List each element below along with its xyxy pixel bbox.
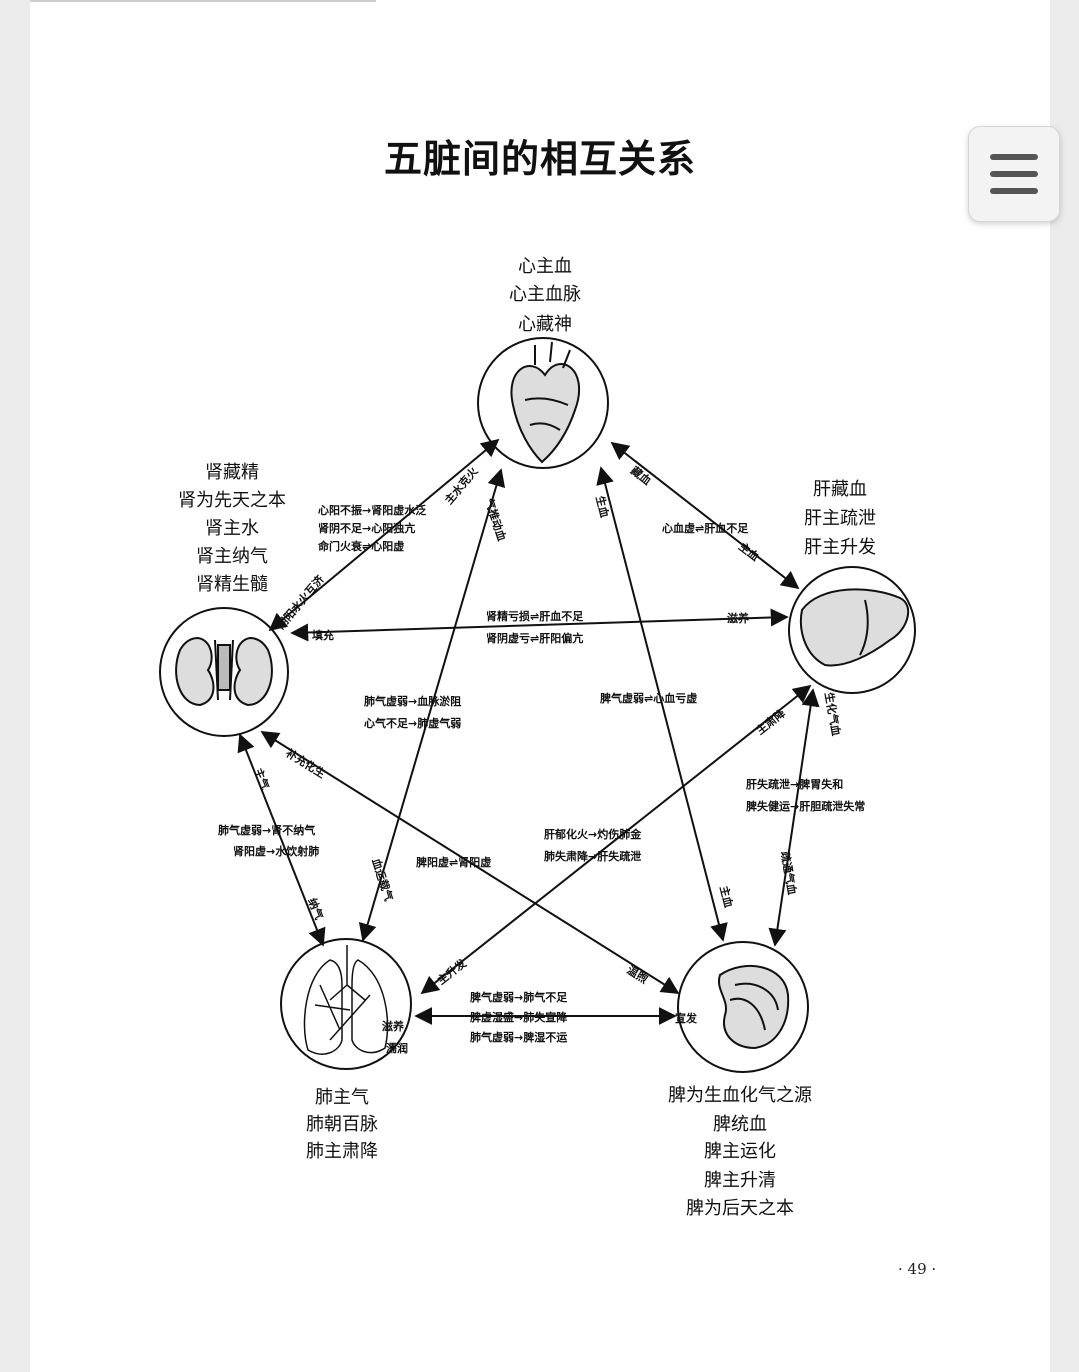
rel-heart-liver-top: 藏血 (628, 463, 654, 488)
rel-kidney-spleen: 脾阳虚⇌肾阳虚 (416, 855, 491, 869)
rel-liver-spleen-top: 生化气血 (822, 691, 843, 737)
hamburger-icon-bar-2 (990, 171, 1038, 177)
rel-heart-lung-2: 心气不足→肺虚气弱 (364, 716, 461, 730)
heart-description: 心主血 心主血脉 心藏神 (509, 256, 581, 335)
rel-kidney-spleen-bottom: 温煦 (624, 963, 650, 987)
rel-heart-kidney-2: 肾阴不足→心阳独亢 (318, 521, 415, 535)
rel-heart-kidney-1: 心阳不振→肾阳虚水泛 (318, 503, 426, 517)
spleen-description: 脾为生血化气之源 脾统血 脾主运化 脾主升清 脾为后天之本 (668, 1085, 812, 1219)
heart-line-3: 心藏神 (518, 314, 572, 335)
document-page: 五脏间的相互关系 (30, 0, 1050, 1372)
rel-liver-lung-2: 肺失肃降→肝失疏泄 (544, 849, 641, 863)
edge-liver-spleen (768, 688, 820, 947)
rel-heart-spleen-top: 生血 (593, 494, 612, 519)
liver-description: 肝藏血 肝主疏泄 肝主升发 (804, 479, 876, 558)
kidney-line-5: 肾精生髓 (196, 574, 268, 595)
rel-liver-lung-top: 主肃降 (753, 705, 788, 737)
spleen-line-2: 脾统血 (713, 1114, 767, 1135)
rel-kidney-lung-2: 肾阳虚→水饮射肺 (233, 844, 319, 858)
spleen-line-1: 脾为生血化气之源 (668, 1085, 812, 1106)
kidney-description: 肾藏精 肾为先天之本 肾主水 肾主纳气 肾精生髓 (178, 462, 286, 595)
rel-lung-spleen-3: 肺气虚弱→脾湿不运 (470, 1030, 567, 1044)
edge-heart-liver (610, 441, 800, 590)
rel-heart-lung-1: 肺气虚弱→血脉淤阻 (364, 694, 461, 708)
top-rule (30, 0, 376, 2)
spleen-line-3: 脾主运化 (704, 1141, 776, 1162)
rel-heart-liver: 心血虚⇌肝血不足 (662, 521, 749, 535)
lung-description: 肺主气 肺朝百脉 肺主肃降 (306, 1087, 378, 1162)
heart-icon (510, 341, 581, 464)
hamburger-icon-bar-3 (990, 188, 1038, 194)
heart-organ (477, 337, 609, 469)
rel-kidney-liver-2: 肾阴虚亏⇌肝阳偏亢 (486, 631, 583, 645)
rel-liver-spleen-1: 肝失疏泄→脾胃失和 (746, 777, 843, 791)
liver-organ (788, 566, 916, 694)
rel-kidney-spleen-top: 补充化生 (283, 745, 329, 781)
spleen-organ (677, 941, 809, 1073)
liver-line-1: 肝藏血 (813, 479, 867, 500)
kidney-line-2: 肾为先天之本 (178, 490, 286, 511)
lung-line-3: 肺主肃降 (306, 1141, 378, 1162)
rel-lung-spleen-1: 脾气虚弱→肺气不足 (470, 990, 568, 1004)
page-title: 五脏间的相互关系 (383, 137, 696, 181)
kidney-line-3: 肾主水 (205, 518, 259, 539)
heart-line-2: 心主血脉 (509, 284, 581, 305)
lung-line-1: 肺主气 (315, 1087, 369, 1108)
spleen-line-4: 脾主升清 (704, 1170, 776, 1191)
edge-liver-lung (420, 684, 812, 995)
diagram-edges (237, 438, 820, 1025)
liver-line-3: 肝主升发 (804, 537, 876, 558)
page-number: · 49 · (898, 1260, 937, 1278)
rel-kidney-lung-bottom: 纳气 (305, 896, 326, 922)
lung-icon (303, 945, 389, 1055)
kidney-line-1: 肾藏精 (205, 462, 259, 483)
rel-liver-spleen-2: 脾失健运→肝胆疏泄失常 (746, 799, 865, 813)
rel-lung-spleen-left2: 濡润 (386, 1041, 408, 1055)
five-organs-diagram: 心主血 心主血脉 心藏神 肝藏血 肝主疏泄 肝主升发 肾藏精 肾为先天之本 肾主… (159, 256, 916, 1219)
rel-heart-kidney-bottom: 阴阳水火互济 (274, 572, 328, 632)
spleen-icon (717, 964, 790, 1050)
rel-kidney-lung-1: 肺气虚弱→肾不纳气 (218, 823, 315, 837)
rel-lung-spleen-right: 宣发 (675, 1011, 698, 1025)
rel-heart-kidney-3: 命门火衰⇌心阳虚 (317, 539, 404, 553)
spleen-line-5: 脾为后天之本 (686, 1198, 794, 1219)
kidney-organ (159, 607, 289, 737)
rel-kidney-liver-right: 滋养 (727, 611, 750, 625)
rel-heart-lung-bottom: 血运载气 (369, 857, 396, 903)
kidney-icon (175, 636, 273, 707)
rel-lung-spleen-left: 滋养 (382, 1019, 405, 1033)
rel-lung-spleen-2: 脾虚湿盛→肺失宣降 (470, 1010, 568, 1024)
lung-line-2: 肺朝百脉 (306, 1114, 378, 1135)
heart-line-1: 心主血 (518, 256, 572, 277)
kidney-line-4: 肾主纳气 (196, 546, 268, 567)
liver-line-2: 肝主疏泄 (804, 508, 876, 529)
rel-liver-spleen-bottom: 疏通气血 (778, 850, 799, 896)
rel-liver-lung-1: 肝郁化火→灼伤肺金 (544, 827, 642, 841)
rel-heart-spleen: 脾气虚弱⇌心血亏虚 (600, 691, 697, 705)
rel-kidney-liver-1: 肾精亏损⇌肝血不足 (486, 609, 584, 623)
liver-icon (799, 588, 910, 667)
rel-kidney-liver-left: 填充 (312, 628, 334, 642)
rel-heart-spleen-bottom: 主血 (717, 884, 736, 909)
hamburger-icon (990, 154, 1038, 160)
menu-button[interactable] (968, 126, 1060, 222)
rel-kidney-lung-top: 主气 (251, 766, 272, 792)
